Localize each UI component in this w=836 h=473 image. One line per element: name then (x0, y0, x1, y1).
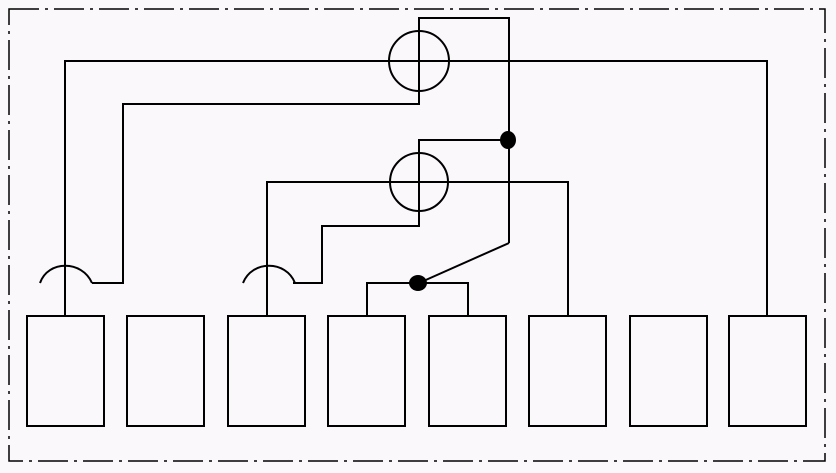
terminal-block-7 (629, 315, 708, 427)
terminal-block-1 (26, 315, 105, 427)
terminal-block-6 (528, 315, 607, 427)
wire-upper-circle-stub (418, 17, 510, 140)
crossover-arc-left (39, 264, 93, 284)
terminal-block-4 (327, 315, 406, 427)
terminal-block-3 (227, 315, 306, 427)
wire-upper-circle-to-left-arc (92, 90, 420, 284)
terminal-blocks (26, 315, 807, 427)
crossover-arc-middle (242, 264, 296, 284)
junction-dots (409, 131, 516, 291)
wire-lower-horizontal (266, 181, 569, 316)
crossed-circles (388, 30, 450, 212)
junction-dot-lower (409, 275, 427, 291)
wire-junction-to-lower-circle (418, 139, 509, 155)
junction-dot-upper (500, 131, 516, 149)
terminal-block-5 (428, 315, 507, 427)
wire-switch-diagonal (418, 242, 510, 284)
crossover-arcs (39, 264, 296, 284)
wire-lower-circle-to-middle-arc (293, 210, 420, 284)
terminal-block-8 (728, 315, 807, 427)
crossed-circle-upper (388, 30, 450, 92)
terminal-block-2 (126, 315, 205, 427)
wires (64, 17, 768, 316)
dash-dot-border (8, 8, 826, 462)
crossed-circle-lower (389, 152, 449, 212)
